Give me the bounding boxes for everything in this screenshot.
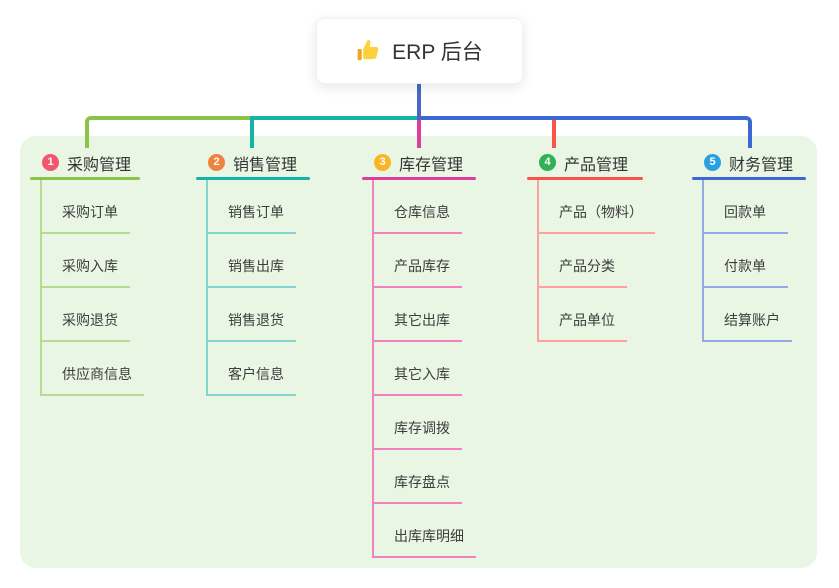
child-item[interactable]: 产品分类 (539, 234, 627, 288)
thumbs-up-icon (357, 40, 379, 61)
branch-number-badge: 5 (704, 154, 721, 171)
branch-header-finance[interactable]: 5 财务管理 (692, 148, 806, 177)
branch-label: 财务管理 (729, 156, 794, 174)
branch-label: 销售管理 (233, 156, 298, 174)
child-item[interactable]: 产品库存 (374, 234, 462, 288)
branch-number-badge: 3 (374, 154, 391, 171)
branch-finance: 5 财务管理 回款单 付款单 结算账户 (692, 148, 806, 342)
connector-branch-sales (250, 116, 419, 148)
child-item[interactable]: 结算账户 (704, 288, 792, 342)
child-label: 采购退货 (62, 312, 118, 328)
branch-number-badge: 4 (539, 154, 556, 171)
branch-underline (692, 177, 806, 180)
branch-children: 仓库信息 产品库存 其它出库 其它入库 库存调拨 库存盘点 出库库明细 (372, 180, 476, 558)
child-label: 产品（物料） (559, 204, 643, 220)
branch-sales: 2 销售管理 销售订单 销售出库 销售退货 客户信息 (196, 148, 310, 396)
branch-number-badge: 2 (208, 154, 225, 171)
child-item[interactable]: 采购入库 (42, 234, 130, 288)
child-label: 结算账户 (724, 312, 780, 328)
child-label: 其它出库 (394, 312, 450, 328)
child-label: 产品分类 (559, 258, 615, 274)
mindmap-canvas-panel (20, 136, 817, 568)
branch-product: 4 产品管理 产品（物料） 产品分类 产品单位 (527, 148, 655, 342)
branch-header-purchase[interactable]: 1 采购管理 (30, 148, 140, 177)
child-item[interactable]: 仓库信息 (374, 180, 462, 234)
child-label: 库存盘点 (394, 474, 450, 490)
child-label: 出库库明细 (394, 528, 464, 544)
connector-branch-product (552, 120, 556, 148)
child-label: 销售退货 (228, 312, 284, 328)
trunk-connector-line (417, 84, 421, 120)
child-item[interactable]: 采购订单 (42, 180, 130, 234)
branch-underline (196, 177, 310, 180)
child-item[interactable]: 库存调拨 (374, 396, 462, 450)
child-item[interactable]: 出库库明细 (374, 504, 476, 558)
child-label: 采购订单 (62, 204, 118, 220)
child-item[interactable]: 销售出库 (208, 234, 296, 288)
child-item[interactable]: 库存盘点 (374, 450, 462, 504)
child-label: 回款单 (724, 204, 766, 220)
branch-underline (527, 177, 643, 180)
connector-branch-inventory (417, 120, 421, 148)
child-label: 销售出库 (228, 258, 284, 274)
child-label: 库存调拨 (394, 420, 450, 436)
child-item[interactable]: 其它出库 (374, 288, 462, 342)
root-title: ERP 后台 (392, 41, 483, 64)
branch-header-sales[interactable]: 2 销售管理 (196, 148, 310, 177)
branch-header-inventory[interactable]: 3 库存管理 (362, 148, 476, 177)
branch-underline (362, 177, 476, 180)
child-item[interactable]: 销售退货 (208, 288, 296, 342)
child-label: 其它入库 (394, 366, 450, 382)
child-item[interactable]: 销售订单 (208, 180, 296, 234)
branch-label: 产品管理 (564, 156, 629, 174)
child-item[interactable]: 付款单 (704, 234, 788, 288)
branch-header-product[interactable]: 4 产品管理 (527, 148, 643, 177)
branch-purchase: 1 采购管理 采购订单 采购入库 采购退货 供应商信息 (30, 148, 144, 396)
child-label: 产品单位 (559, 312, 615, 328)
branch-inventory: 3 库存管理 仓库信息 产品库存 其它出库 其它入库 库存调拨 库存盘点 出库库… (362, 148, 476, 558)
child-item[interactable]: 产品单位 (539, 288, 627, 342)
child-label: 客户信息 (228, 366, 284, 382)
branch-children: 采购订单 采购入库 采购退货 供应商信息 (40, 180, 144, 396)
connector-branch-finance (419, 116, 752, 148)
branch-children: 回款单 付款单 结算账户 (702, 180, 792, 342)
child-item[interactable]: 产品（物料） (539, 180, 655, 234)
child-label: 仓库信息 (394, 204, 450, 220)
child-item[interactable]: 客户信息 (208, 342, 296, 396)
child-item[interactable]: 其它入库 (374, 342, 462, 396)
connector-branch-purchase (85, 116, 254, 148)
child-label: 供应商信息 (62, 366, 132, 382)
branch-children: 销售订单 销售出库 销售退货 客户信息 (206, 180, 296, 396)
branch-label: 采购管理 (67, 156, 132, 174)
child-item[interactable]: 回款单 (704, 180, 788, 234)
branch-underline (30, 177, 140, 180)
branch-children: 产品（物料） 产品分类 产品单位 (537, 180, 655, 342)
child-item[interactable]: 采购退货 (42, 288, 130, 342)
child-label: 销售订单 (228, 204, 284, 220)
root-node[interactable]: ERP 后台 (316, 18, 523, 84)
branch-label: 库存管理 (399, 156, 464, 174)
child-item[interactable]: 供应商信息 (42, 342, 144, 396)
child-label: 产品库存 (394, 258, 450, 274)
child-label: 采购入库 (62, 258, 118, 274)
child-label: 付款单 (724, 258, 766, 274)
branch-number-badge: 1 (42, 154, 59, 171)
